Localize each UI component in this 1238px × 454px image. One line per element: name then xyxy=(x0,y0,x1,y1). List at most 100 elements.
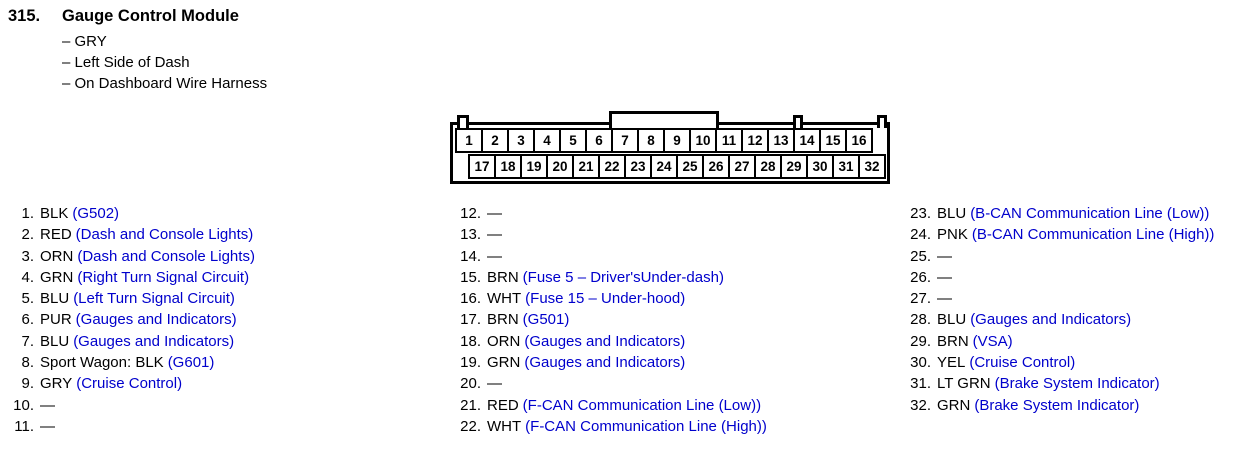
pin-wire-color: YEL xyxy=(937,354,966,372)
pin-circuit-link[interactable]: (Cruise Control) xyxy=(969,354,1076,372)
connector-tab-right xyxy=(877,115,887,128)
pin-circuit-link[interactable]: (VSA) xyxy=(972,332,1013,350)
pin-wire-color: PUR xyxy=(40,311,72,329)
pin-entry: 5.BLU(Left Turn Signal Circuit) xyxy=(6,288,255,309)
pin-number: 26. xyxy=(910,268,931,286)
pin-wire-color: — xyxy=(937,290,952,308)
pin-circuit-link[interactable]: (Right Turn Signal Circuit) xyxy=(77,268,250,286)
pin-circuit-link[interactable]: (B-CAN Communication Line (Low)) xyxy=(970,205,1210,222)
pin-number: 5. xyxy=(21,290,34,308)
pin-circuit-link[interactable]: (Fuse 15 – Under-hood) xyxy=(525,290,686,308)
pin-entry: 17. BRN(G501) xyxy=(453,309,767,330)
pin-circuit-link[interactable]: (G502) xyxy=(72,205,120,222)
pin-number: 28. xyxy=(910,311,931,329)
module-details: – GRY – Left Side of Dash – On Dashboard… xyxy=(62,31,267,94)
pin-circuit-link[interactable]: (G601) xyxy=(167,354,215,372)
pin-circuit-link[interactable]: (Gauges and Indicators) xyxy=(524,332,686,350)
pin-circuit-link[interactable]: (Cruise Control) xyxy=(76,375,183,393)
pin-number: 11. xyxy=(14,417,34,435)
pin-number: 7. xyxy=(21,332,34,350)
pin-wire-color: BLU xyxy=(937,311,967,329)
pin-entry: 18.ORN(Gauges and Indicators) xyxy=(453,331,767,352)
connector-pin-20: 20 xyxy=(546,154,574,179)
pin-wire-color: RED xyxy=(487,396,519,414)
pin-wire-color: BLU xyxy=(40,332,70,350)
pin-number: 14. xyxy=(460,247,481,265)
pin-circuit-link[interactable]: (Gauges and Indicators) xyxy=(970,311,1132,329)
connector-pin-22: 22 xyxy=(598,154,626,179)
pin-circuit-link[interactable]: (Dash and Console Lights) xyxy=(77,247,255,265)
pin-entry: 23.BLU(B-CAN Communication Line (Low)) xyxy=(903,203,1214,224)
connector-pin-17: 17 xyxy=(468,154,496,179)
pin-circuit-link[interactable]: (Gauges and Indicators) xyxy=(73,332,235,350)
connector-pin-25: 25 xyxy=(676,154,704,179)
pin-wire-color: Sport Wagon: BLK xyxy=(40,354,164,372)
connector-pin-6: 6 xyxy=(585,128,613,153)
connector-pin-31: 31 xyxy=(832,154,860,179)
pin-entry: 10.— xyxy=(6,395,255,416)
pin-entry: 3.ORN(Dash and Console Lights) xyxy=(6,246,255,267)
pin-circuit-link[interactable]: (F-CAN Communication Line (Low)) xyxy=(522,396,762,414)
connector-pin-19: 19 xyxy=(520,154,548,179)
connector-pin-26: 26 xyxy=(702,154,730,179)
connector-pin-10: 10 xyxy=(689,128,717,153)
pin-entry: 6. PUR(Gauges and Indicators) xyxy=(6,309,255,330)
connector-tab-left xyxy=(457,115,469,128)
pin-circuit-link[interactable]: (Left Turn Signal Circuit) xyxy=(73,290,235,308)
pin-entry: 29.BRN(VSA) xyxy=(903,331,1214,352)
pin-number: 17. xyxy=(460,311,481,329)
pin-entry: 27.— xyxy=(903,288,1214,309)
pin-entry: 9.GRY(Cruise Control) xyxy=(6,373,255,394)
pin-number: 15. xyxy=(460,268,481,286)
item-number: 315. xyxy=(8,7,41,25)
pin-entry: 11.— xyxy=(6,416,255,437)
pin-number: 24. xyxy=(910,226,931,244)
pin-circuit-link[interactable]: (F-CAN Communication Line (High)) xyxy=(525,417,767,435)
pin-number: 6. xyxy=(21,311,34,329)
pin-circuit-link[interactable]: (Brake System Indicator) xyxy=(994,375,1160,393)
pin-circuit-link[interactable]: (Dash and Console Lights) xyxy=(75,226,254,244)
pin-entry: 2.RED(Dash and Console Lights) xyxy=(6,224,255,245)
pin-number: 18. xyxy=(460,332,481,350)
pin-number: 20. xyxy=(460,375,481,393)
pin-circuit-link[interactable]: (Gauges and Indicators) xyxy=(524,354,686,372)
pin-number: 32. xyxy=(910,396,931,414)
connector-pin-29: 29 xyxy=(780,154,808,179)
pin-wire-color: — xyxy=(487,375,502,393)
pin-number: 30. xyxy=(910,354,931,372)
connector-pin-7: 7 xyxy=(611,128,639,153)
pin-entry: 25.— xyxy=(903,246,1214,267)
pin-wire-color: RED xyxy=(40,226,72,244)
pin-number: 25. xyxy=(910,247,931,265)
pin-number: 29. xyxy=(910,332,931,350)
pin-number: 1. xyxy=(21,205,34,222)
pin-wire-color: LT GRN xyxy=(937,375,991,393)
pin-entry: 31. LT GRN(Brake System Indicator) xyxy=(903,373,1214,394)
detail-connector-color: – GRY xyxy=(62,33,107,50)
pin-number: 31. xyxy=(910,375,931,393)
pin-entry: 19.GRN(Gauges and Indicators) xyxy=(453,352,767,373)
pin-entry: 13.— xyxy=(453,224,767,245)
pin-circuit-link[interactable]: (Fuse 5 – Driver'sUnder-dash) xyxy=(522,268,724,286)
pin-column-1: 1.BLK(G502)2.RED(Dash and Console Lights… xyxy=(6,203,255,437)
connector-pin-30: 30 xyxy=(806,154,834,179)
pin-circuit-link[interactable]: (B-CAN Communication Line (High)) xyxy=(971,226,1215,244)
pin-entry: 20. — xyxy=(453,373,767,394)
pin-number: 16. xyxy=(460,290,481,308)
connector-pin-23: 23 xyxy=(624,154,652,179)
pin-entry: 4.GRN(Right Turn Signal Circuit) xyxy=(6,267,255,288)
connector-pin-21: 21 xyxy=(572,154,600,179)
connector-pin-2: 2 xyxy=(481,128,509,153)
pin-entry: 8.Sport Wagon: BLK(G601) xyxy=(6,352,255,373)
pin-circuit-link[interactable]: (G501) xyxy=(522,311,570,329)
pin-circuit-link[interactable]: (Brake System Indicator) xyxy=(974,396,1140,414)
pin-entry: 26.— xyxy=(903,267,1214,288)
pin-number: 4. xyxy=(21,268,34,286)
detail-location: – Left Side of Dash xyxy=(62,54,190,71)
pin-wire-color: — xyxy=(487,226,502,244)
pin-wire-color: BRN xyxy=(487,311,519,329)
pin-circuit-link[interactable]: (Gauges and Indicators) xyxy=(75,311,237,329)
connector-pin-18: 18 xyxy=(494,154,522,179)
